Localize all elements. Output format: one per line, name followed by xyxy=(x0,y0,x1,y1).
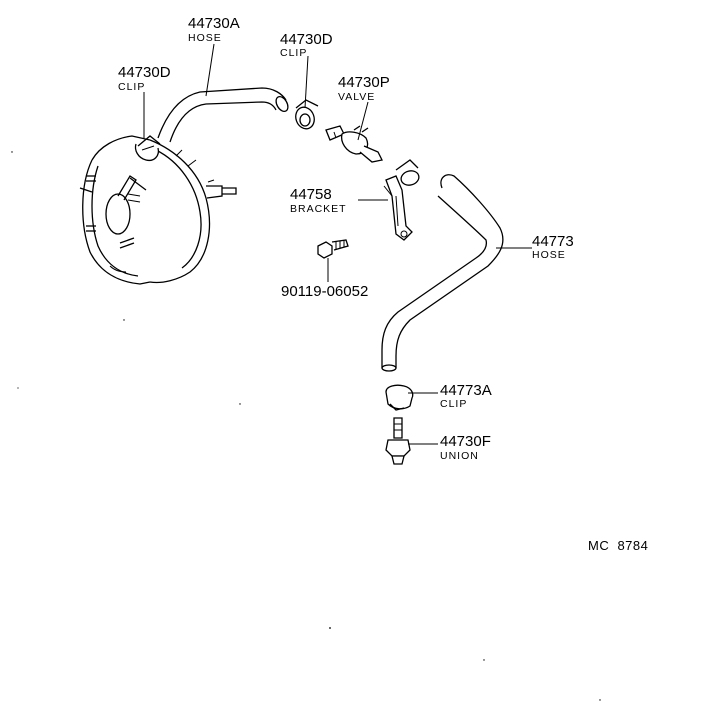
label-90119: 90119-06052 xyxy=(281,283,368,300)
part-number: 44730D xyxy=(118,64,171,81)
part-number: 44773A xyxy=(440,382,492,399)
hose-44730a-drawing xyxy=(157,87,289,143)
part-name: HOSE xyxy=(532,249,566,261)
clip-44730d-right-drawing xyxy=(295,99,319,130)
part-number: 44730F xyxy=(440,433,491,450)
part-name: CLIP xyxy=(280,47,307,59)
part-name: BRACKET xyxy=(290,203,347,215)
scan-specks xyxy=(11,151,601,701)
valve-44730p-drawing xyxy=(325,125,383,163)
diagram-reference-code: MC 8784 xyxy=(588,538,648,553)
leader-lines xyxy=(143,43,532,445)
bolt-90119-drawing xyxy=(317,239,349,259)
part-number: 44773 xyxy=(532,233,574,250)
part-number: 44730P xyxy=(338,74,390,91)
part-name: VALVE xyxy=(338,91,375,103)
brake-booster-drawing xyxy=(79,135,237,285)
label-44730a: 44730A HOSE xyxy=(188,15,240,44)
part-number: 44758 xyxy=(290,186,332,203)
label-44730d-left: 44730D CLIP xyxy=(118,64,171,93)
label-44730p: 44730P VALVE xyxy=(338,74,390,103)
part-name: CLIP xyxy=(440,398,467,410)
clip-44773a-drawing xyxy=(385,384,414,411)
part-name: UNION xyxy=(440,450,479,462)
label-44773: 44773 HOSE xyxy=(532,233,574,261)
label-44773a: 44773A CLIP xyxy=(440,382,492,410)
label-44730f: 44730F UNION xyxy=(440,433,491,462)
union-44730f-drawing xyxy=(385,417,411,465)
part-name: CLIP xyxy=(118,81,145,93)
hose-44773-drawing xyxy=(381,174,504,372)
label-44758: 44758 BRACKET xyxy=(290,186,347,215)
part-number: 90119-06052 xyxy=(281,283,368,300)
bracket-44758-drawing xyxy=(383,159,420,241)
part-number: 44730D xyxy=(280,31,333,48)
label-44730d-right: 44730D CLIP xyxy=(280,31,333,59)
part-name: HOSE xyxy=(188,32,222,44)
part-number: 44730A xyxy=(188,15,240,32)
